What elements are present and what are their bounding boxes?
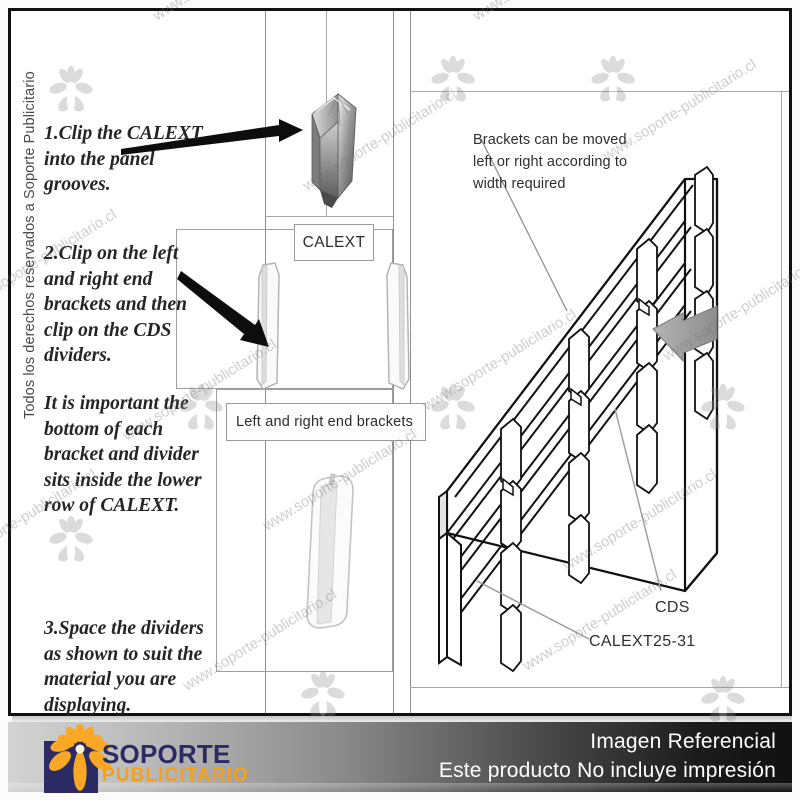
sunburst-icon: [49, 724, 111, 791]
calext-extrusion-illustration: [311, 93, 357, 208]
copyright-vertical-text: Todos los derechos reservados a Soporte …: [22, 71, 38, 419]
brand-logo[interactable]: SOPORTE PUBLICITARIO: [34, 724, 249, 793]
footer-line-1: Imagen Referencial: [590, 730, 776, 753]
arrow-step-1: [121, 119, 303, 155]
rule-vertical-3: [410, 11, 411, 713]
drawing-frame: Brackets can be moved left or right acco…: [8, 8, 792, 716]
bracket-movement-note: Brackets can be moved left or right acco…: [473, 132, 628, 192]
instruction-step-1: 1.Clip the CALEXT into the panel grooves…: [44, 123, 203, 195]
divider-detail-box: [216, 389, 393, 672]
footer-line-2: Este producto No incluye impresión: [438, 759, 776, 782]
footer-bar: Imagen Referencial Este producto No incl…: [8, 722, 792, 792]
instruction-step-3: 3.Space the dividers as shown to suit th…: [44, 618, 204, 716]
footer-disclaimer: Imagen Referencial Este producto No incl…: [439, 727, 776, 785]
slatwall-panel-assembly-illustration: [438, 138, 719, 673]
end-brackets-illustration: [256, 262, 410, 390]
callout-calext: CALEXT: [294, 224, 374, 261]
cds-divider-illustration: [306, 473, 354, 629]
frame-drop-shadow: [12, 716, 792, 724]
label-calext-profile: CALEXT25-31: [589, 633, 696, 650]
arrow-step-2: [177, 271, 269, 347]
logo-subtitle: PUBLICITARIO: [102, 765, 249, 786]
rule-horizontal-2: [410, 687, 789, 688]
rule-vertical-4: [781, 91, 782, 687]
rule-horizontal-1: [410, 91, 789, 92]
instruction-note: It is important the bottom of each brack…: [44, 393, 202, 516]
label-cds: CDS: [655, 599, 690, 616]
footer-sheen: [8, 783, 792, 792]
watermark-text: www.soporte-publicitario.cl: [640, 0, 800, 4]
instruction-step-2: 2.Clip on the left and right end bracket…: [44, 243, 188, 366]
callout-end-brackets: Left and right end brackets: [226, 403, 426, 441]
rule-horizontal-3: [265, 216, 393, 217]
motion-arrow: [652, 305, 718, 363]
logo-wordmark: SOPORTE: [102, 739, 231, 769]
